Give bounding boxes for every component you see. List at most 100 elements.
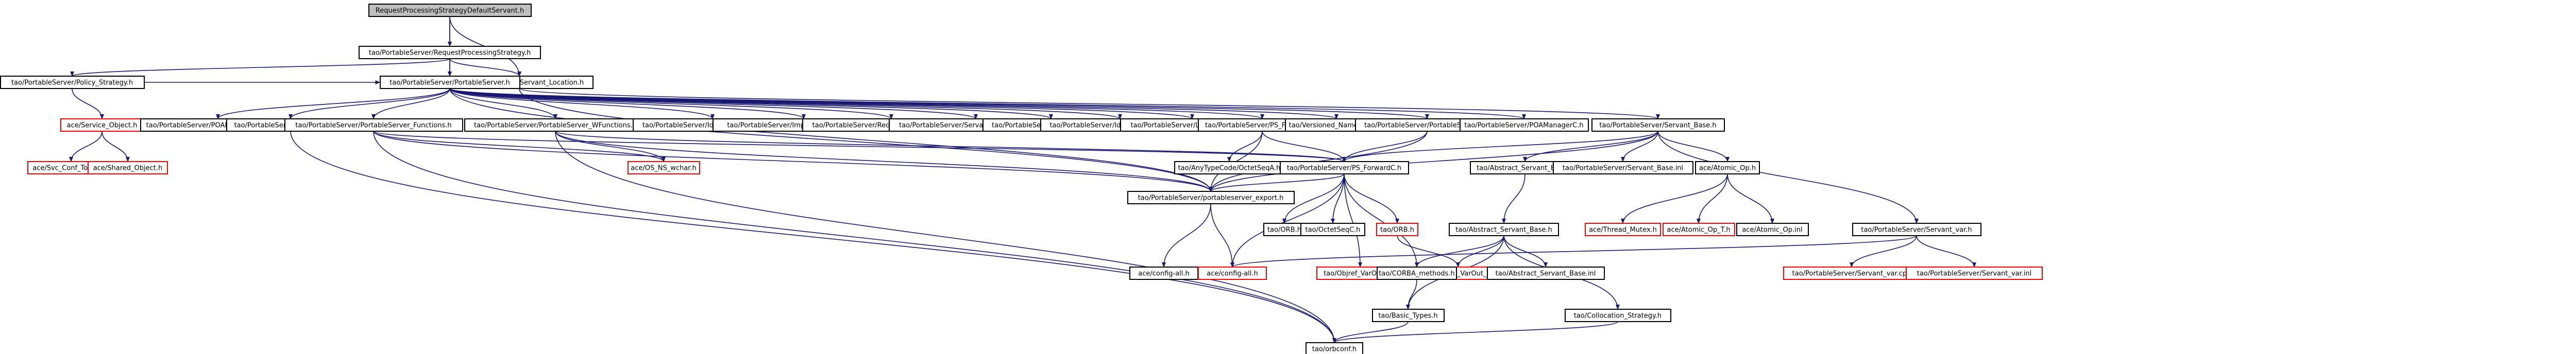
node-box bbox=[1695, 161, 1760, 174]
edge-abstract-sb-to-corba-methods bbox=[1415, 235, 1504, 268]
node-box bbox=[1852, 223, 1981, 236]
graph-node-collocation[interactable]: tao/Collocation_Strategy.h bbox=[1565, 309, 1671, 322]
graph-node-ps-wfunctions[interactable]: tao/PortableServer/PortableServer_WFunct… bbox=[464, 118, 647, 132]
edge-ps-forwardc-to-orb-h bbox=[1282, 173, 1345, 224]
edge-servant-base-to-atomic-op bbox=[1657, 131, 1730, 162]
graph-node-rps[interactable]: tao/PortableServer/RequestProcessingStra… bbox=[359, 46, 541, 59]
edge-abstract-sb-to-pseudo-varout bbox=[1456, 235, 1504, 268]
node-box bbox=[359, 46, 541, 59]
node-label: ace/OS_NS_wchar.h bbox=[631, 165, 696, 172]
node-box bbox=[1376, 223, 1418, 236]
graph-node-thread-mutex[interactable]: ace/Thread_Mutex.h bbox=[1585, 223, 1661, 236]
node-label: tao/AnyTypeCode/OctetSeqA.h bbox=[1178, 165, 1281, 172]
graph-node-policy-strategy[interactable]: tao/PortableServer/Policy_Strategy.h bbox=[0, 76, 145, 89]
node-label: tao/OctetSeqC.h bbox=[1306, 226, 1361, 234]
graph-node-poamanagerc[interactable]: tao/PortableServer/POAManagerC.h bbox=[1460, 118, 1589, 132]
node-label: ace/config-all.h bbox=[1138, 270, 1190, 278]
graph-node-basic-types[interactable]: tao/Basic_Types.h bbox=[1372, 309, 1445, 322]
node-label: tao/PortableServer/PS_ForwardC.h bbox=[1287, 165, 1401, 172]
graph-node-orb-h[interactable]: tao/ORB.h bbox=[1263, 223, 1306, 236]
graph-node-ps-functions[interactable]: tao/PortableServer/PortableServer_Functi… bbox=[284, 118, 463, 132]
graph-node-atomic-op-inl[interactable]: ace/Atomic_Op.inl bbox=[1736, 223, 1809, 236]
edge-servant-var-to-servant-var-cpp bbox=[1850, 235, 1917, 268]
edge-rps-to-servant-location bbox=[449, 58, 521, 77]
edge-servant-base-to-abstract-sb-top bbox=[1523, 131, 1658, 162]
node-label: tao/Abstract_Servant_Base.h bbox=[1477, 165, 1573, 172]
graph-node-portableserver[interactable]: tao/PortableServer/PortableServer.h bbox=[380, 76, 520, 89]
edge-ps-forwardc-to-corba-methods bbox=[1344, 173, 1419, 268]
node-label: tao/Abstract_Servant_Base.h bbox=[1455, 226, 1552, 234]
edge-ps-forwardc-to-orb-missing bbox=[1344, 173, 1399, 224]
node-box bbox=[1449, 223, 1559, 236]
edge-portableserver-to-ps-forwarda bbox=[449, 88, 1264, 119]
node-layer: RequestProcessingStrategyDefaultServant.… bbox=[0, 4, 2043, 354]
edge-ps-wfunctions-to-os-ns-wchar bbox=[555, 131, 666, 162]
node-label: tao/PortableServer/Servant_var.h bbox=[1861, 226, 1972, 234]
graph-node-servant-var[interactable]: tao/PortableServer/Servant_var.h bbox=[1852, 223, 1981, 236]
node-label: tao/PortableServer/Servant_Base.inl bbox=[1563, 165, 1683, 172]
graph-node-shared-object[interactable]: ace/Shared_Object.h bbox=[88, 161, 168, 174]
edge-ps-functions-to-os-ns-wchar bbox=[373, 131, 666, 162]
node-label: tao/PortableServer/POAManagerC.h bbox=[1464, 122, 1583, 130]
graph-node-orb-missing[interactable]: tao/ORB.h bbox=[1376, 223, 1418, 236]
graph-node-servant-var-inl[interactable]: tao/PortableServer/Servant_var.inl bbox=[1906, 267, 2043, 280]
node-box bbox=[1174, 161, 1284, 174]
graph-node-atomic-op[interactable]: ace/Atomic_Op.h bbox=[1695, 161, 1760, 174]
node-box bbox=[1591, 118, 1725, 132]
edge-portableserver-to-export bbox=[449, 88, 1213, 192]
graph-node-orbconf[interactable]: tao/orbconf.h bbox=[1306, 342, 1363, 354]
graph-node-atomic-op-t[interactable]: ace/Atomic_Op_T.h bbox=[1663, 223, 1735, 236]
node-box bbox=[0, 76, 145, 89]
graph-node-servant-base-inl[interactable]: tao/PortableServer/Servant_Base.inl bbox=[1553, 161, 1693, 174]
node-box bbox=[1300, 223, 1365, 236]
node-label: ace/Shared_Object.h bbox=[93, 165, 162, 172]
graph-node-abstract-sb[interactable]: tao/Abstract_Servant_Base.h bbox=[1449, 223, 1559, 236]
graph-node-ps-forwardc[interactable]: tao/PortableServer/PS_ForwardC.h bbox=[1280, 161, 1409, 174]
edge-layer bbox=[69, 16, 1976, 343]
graph-node-ace-config-all[interactable]: ace/config-all.h bbox=[1129, 267, 1198, 280]
node-label: tao/Abstract_Servant_Base.inl bbox=[1496, 270, 1596, 278]
node-box bbox=[284, 118, 463, 132]
edge-ps-forwardc-to-export bbox=[1209, 173, 1345, 192]
node-box bbox=[1306, 342, 1363, 354]
node-box bbox=[1280, 161, 1409, 174]
node-label: ace/Atomic_Op_T.h bbox=[1667, 226, 1731, 234]
node-label: ace/Service_Object.h bbox=[67, 122, 138, 130]
node-label: tao/PortableServer/portableserver_export… bbox=[1138, 194, 1284, 202]
node-box bbox=[1585, 223, 1661, 236]
edge-portableserver-to-reqproc bbox=[449, 88, 893, 119]
node-label: tao/PortableServer/Policy_Strategy.h bbox=[11, 79, 133, 87]
edge-ps-forwarda-to-ps-forwardc bbox=[1262, 131, 1346, 162]
edge-servant-var-to-servant-var-inl bbox=[1916, 235, 1976, 268]
node-box bbox=[1736, 223, 1809, 236]
node-box bbox=[380, 76, 520, 89]
graph-node-export[interactable]: tao/PortableServer/portableserver_export… bbox=[1127, 191, 1295, 204]
edge-servant-var-to-ace-config-missing bbox=[1230, 235, 1917, 268]
graph-node-octetseqc[interactable]: tao/OctetSeqC.h bbox=[1300, 223, 1365, 236]
edge-ps-forwardc-to-octetseqc bbox=[1331, 173, 1345, 224]
edge-collocation-to-orbconf bbox=[1332, 321, 1618, 343]
edge-policy-strategy-to-service-object bbox=[72, 88, 104, 119]
edge-atomic-op-to-atomic-op-t bbox=[1697, 173, 1728, 224]
graph-node-abstract-sb-inl[interactable]: tao/Abstract_Servant_Base.inl bbox=[1487, 267, 1605, 280]
graph-node-os-ns-wchar[interactable]: ace/OS_NS_wchar.h bbox=[628, 161, 700, 174]
node-box bbox=[1906, 267, 2043, 280]
node-box bbox=[1377, 267, 1457, 280]
graph-node-servant-var-cpp[interactable]: tao/PortableServer/Servant_var.cpp bbox=[1783, 267, 1920, 280]
edge-corba-methods-to-basic-types bbox=[1406, 279, 1417, 310]
node-label: tao/ORB.h bbox=[1380, 226, 1414, 234]
edge-ps-forwardc-to-objref-varout bbox=[1344, 173, 1362, 268]
node-box bbox=[1127, 191, 1295, 204]
graph-node-service-object[interactable]: ace/Service_Object.h bbox=[60, 118, 144, 132]
graph-node-corba-methods[interactable]: tao/CORBA_methods.h bbox=[1377, 267, 1457, 280]
graph-node-keytypecode[interactable]: tao/AnyTypeCode/OctetSeqA.h bbox=[1174, 161, 1284, 174]
graph-node-servant-base[interactable]: tao/PortableServer/Servant_Base.h bbox=[1591, 118, 1725, 132]
graph-node-root[interactable]: RequestProcessingStrategyDefaultServant.… bbox=[368, 4, 532, 17]
node-label: tao/PortableServer/PortableServerC.h bbox=[1364, 122, 1490, 130]
edge-portableserver-to-implicitact bbox=[449, 88, 806, 119]
edge-portableserverc-to-ps-forwardc bbox=[1342, 131, 1428, 162]
node-box bbox=[1198, 267, 1267, 280]
edge-ps-forwardc-to-ace-config-missing bbox=[1230, 173, 1345, 268]
graph-node-ace-config-missing[interactable]: ace/config-all.h bbox=[1198, 267, 1267, 280]
